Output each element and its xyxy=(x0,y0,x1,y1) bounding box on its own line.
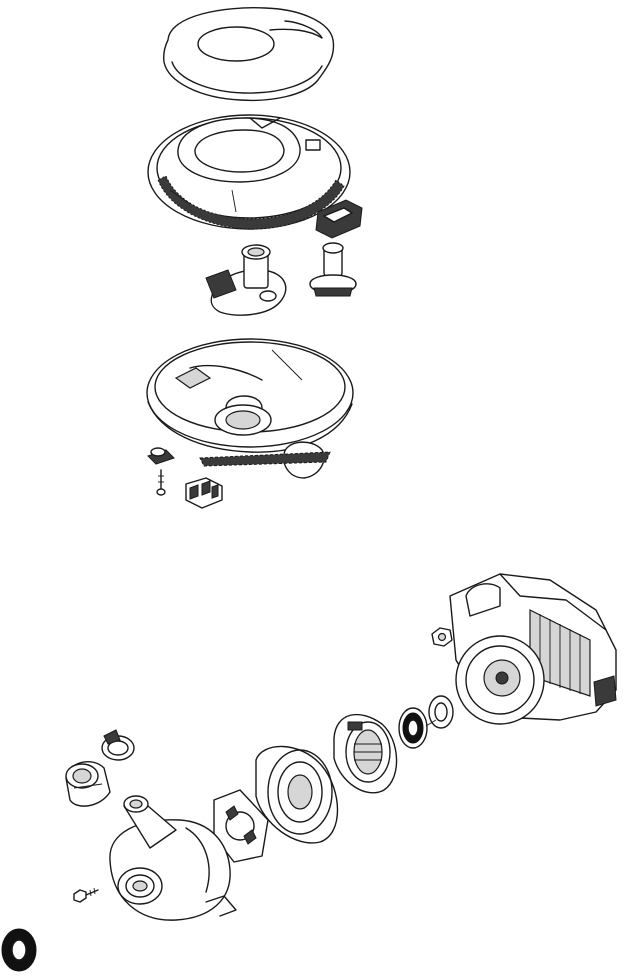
sensor-icon xyxy=(309,199,363,297)
impeller-icon xyxy=(398,707,437,749)
hose-connector-icon xyxy=(65,760,111,807)
filter-plate-icon xyxy=(147,114,351,230)
clip-icon xyxy=(147,447,175,465)
valve-icon xyxy=(205,244,287,316)
sump-icon xyxy=(146,338,354,479)
nut-icon xyxy=(431,627,453,647)
bolt-icon xyxy=(73,887,99,903)
screw-icon xyxy=(156,469,166,496)
hose-clamp-icon xyxy=(101,729,135,761)
volute-icon xyxy=(109,795,237,921)
motor-icon xyxy=(449,573,617,725)
seal-ring-icon xyxy=(1,928,37,972)
connector-icon xyxy=(185,477,223,509)
washer-icon xyxy=(428,695,454,729)
pump-cover-icon xyxy=(255,745,339,844)
filter-cover-icon xyxy=(163,7,335,102)
heater-ring-icon xyxy=(333,713,398,794)
